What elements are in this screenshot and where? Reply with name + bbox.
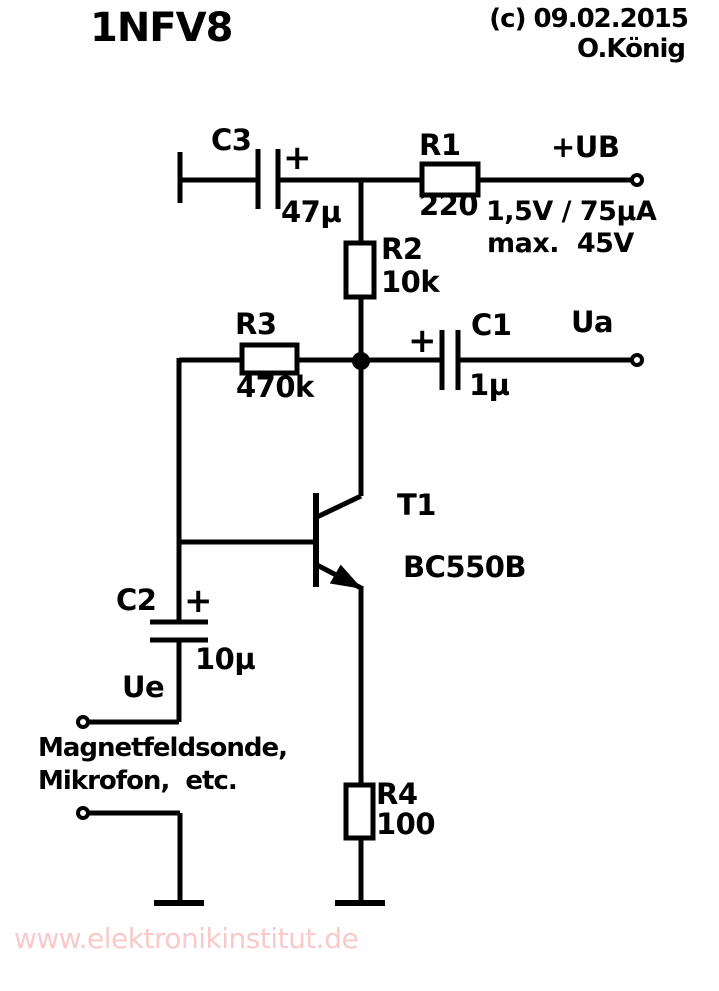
c1-label: C1 [471, 308, 512, 342]
watermark-text: www.elektronikinstitut.de [14, 922, 359, 955]
supply-label: +UB [551, 130, 620, 164]
terminal-ua [630, 353, 644, 367]
r3-value: 470k [236, 370, 314, 404]
c2-value: 10µ [195, 642, 256, 676]
terminal-ue [76, 715, 90, 729]
t1-collector-diagonal [315, 493, 363, 520]
input-source-line2: Mikrofon, etc. [38, 766, 238, 796]
t1-part: BC550B [403, 550, 527, 584]
terminals [76, 173, 644, 820]
copyright-date: (c) 09.02.2015 [489, 4, 689, 34]
r2-label: R2 [381, 232, 423, 266]
c3-plus-sign: + [283, 138, 312, 178]
t1-emitter-arrow [329, 564, 363, 589]
input-label: Ue [122, 670, 165, 704]
r4-label: R4 [376, 777, 418, 811]
c1-plus-sign: + [408, 321, 437, 361]
r2-value: 10k [381, 265, 440, 299]
r3-label: R3 [235, 307, 277, 341]
c3-value: 47µ [281, 195, 342, 229]
t1-label: T1 [397, 488, 436, 522]
r4-body [343, 782, 376, 841]
copyright-author: O.König [577, 34, 686, 64]
terminal-input2 [76, 806, 90, 820]
r1-body [419, 161, 481, 198]
r1-label: R1 [419, 128, 461, 162]
r2-body [343, 240, 377, 300]
c2-plus-sign: + [184, 581, 213, 621]
c3-label: C3 [211, 123, 252, 157]
supply-max: max. 45V [487, 228, 634, 259]
r4-value: 100 [376, 807, 436, 841]
c1-value: 1µ [469, 368, 510, 402]
page-title: 1NFV8 [90, 5, 233, 51]
terminal-ub [630, 173, 644, 187]
output-label: Ua [571, 305, 614, 339]
junction-dot [352, 352, 370, 370]
r1-value: 220 [419, 188, 479, 222]
r3-body [239, 342, 300, 376]
supply-spec: 1,5V / 75µA [486, 196, 657, 227]
input-source-line1: Magnetfeldsonde, [38, 733, 288, 763]
resistor-bodies [239, 161, 481, 841]
c2-label: C2 [116, 583, 157, 617]
